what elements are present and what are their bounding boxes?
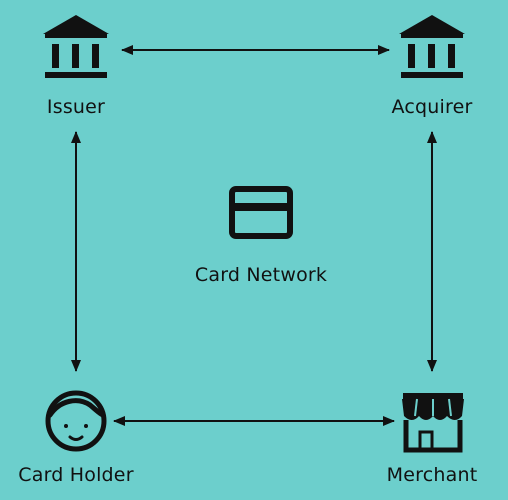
bank-icon: [43, 15, 109, 78]
bank-icon: [399, 15, 465, 78]
acquirer-label: Acquirer: [391, 96, 473, 118]
person-face-icon: [45, 390, 107, 452]
issuer-label: Issuer: [46, 96, 106, 118]
card-holder-label: Card Holder: [18, 464, 134, 486]
card-network-label: Card Network: [194, 264, 328, 286]
storefront-icon: [402, 393, 464, 453]
credit-card-icon: [229, 186, 293, 239]
merchant-label: Merchant: [386, 464, 478, 486]
